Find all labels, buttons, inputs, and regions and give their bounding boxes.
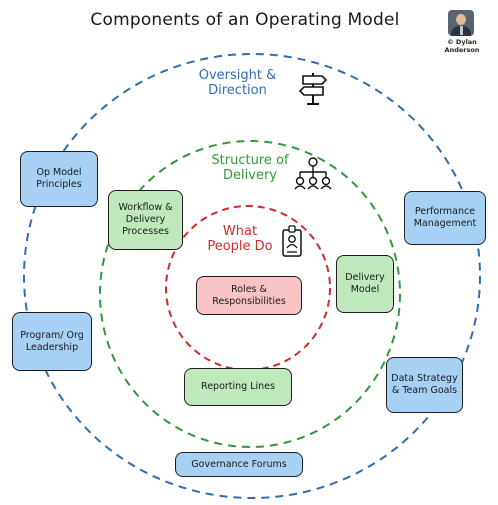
- delivery-model-box: Delivery Model: [336, 255, 394, 313]
- roles-responsibilities-box: Roles & Responsibilities: [196, 276, 302, 315]
- diagram-title: Components of an Operating Model: [90, 10, 400, 30]
- outer-ring-label-line1: Oversight &: [198, 68, 277, 83]
- id-badge-icon: [282, 225, 302, 257]
- inner-ring-label-line1: What: [222, 224, 258, 239]
- middle-ring-label-line2: Delivery: [223, 168, 277, 183]
- outer-ring-label-line2: Direction: [208, 83, 267, 98]
- workflow-delivery-box: Workflow & Delivery Processes: [108, 190, 183, 250]
- middle-ring-delivery: [99, 140, 401, 448]
- middle-ring-label-line1: Structure of: [211, 153, 289, 168]
- author-avatar: [448, 10, 474, 36]
- inner-ring-label-line2: People Do: [207, 239, 273, 254]
- governance-forums-box: Governance Forums: [175, 452, 303, 477]
- credit-line-2: Anderson: [444, 46, 480, 54]
- outer-ring-oversight: [23, 53, 481, 499]
- middle-ring-label: Structure of Delivery: [198, 153, 302, 183]
- outer-ring-label: Oversight & Direction: [185, 68, 290, 98]
- author-credit: © Dylan Anderson: [437, 38, 487, 54]
- inner-ring-people: [165, 205, 331, 371]
- org-chart-icon: [294, 157, 332, 190]
- op-model-principles-box: Op Model Principles: [20, 151, 98, 207]
- credit-line-1: © Dylan: [447, 38, 477, 46]
- data-strategy-box: Data Strategy & Team Goals: [386, 357, 463, 413]
- reporting-lines-box: Reporting Lines: [184, 368, 292, 406]
- signpost-icon: [298, 73, 328, 105]
- performance-management-box: Performance Management: [404, 191, 486, 245]
- program-org-leadership-box: Program/ Org Leadership: [12, 312, 92, 371]
- inner-ring-label: What People Do: [200, 224, 280, 254]
